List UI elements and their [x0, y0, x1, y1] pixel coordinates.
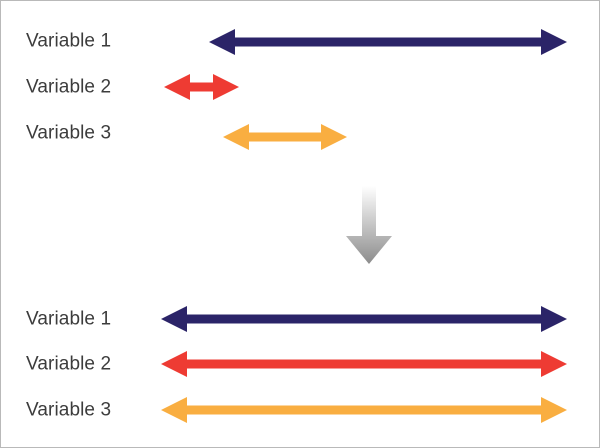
variable-label: Variable 1	[26, 308, 112, 330]
double-arrow-icon-red	[161, 351, 567, 377]
double-arrow-icon-orange	[161, 397, 567, 423]
variable-label: Variable 2	[26, 353, 112, 375]
double-arrow-icon-navy	[209, 29, 567, 55]
variable-label: Variable 1	[26, 30, 112, 52]
arrow-down-icon	[346, 186, 392, 264]
variable-label: Variable 2	[26, 76, 112, 98]
variable-label: Variable 3	[26, 122, 112, 144]
variable-label: Variable 3	[26, 399, 112, 421]
double-arrow-icon-navy	[161, 306, 567, 332]
double-arrow-icon-red	[164, 74, 239, 100]
double-arrow-icon-orange	[223, 124, 347, 150]
